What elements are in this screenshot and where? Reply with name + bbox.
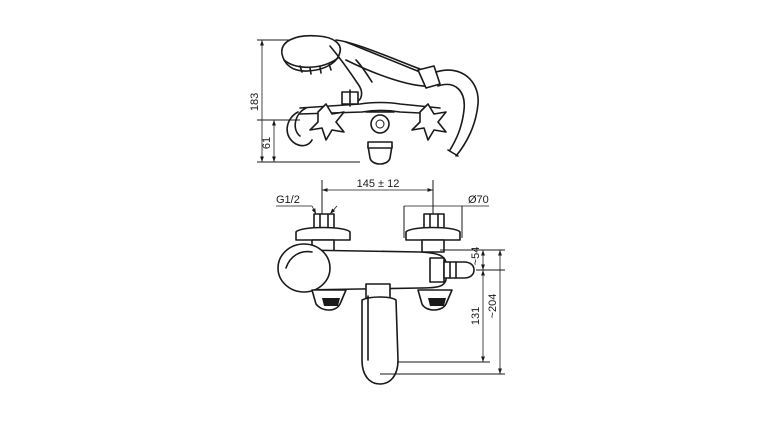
dim-131-label: 131 [470,307,482,325]
dim-145-label: 145 ± 12 [357,178,400,190]
dim-diameter-label: Ø70 [468,194,489,206]
right-inlet-nut [423,213,445,229]
spout-connector [365,283,391,299]
side-view: 183 61 [249,34,479,165]
dim-204-label: ~204 [487,294,499,319]
side-spout [367,145,393,165]
shower-outlet [429,257,445,283]
dim-g12-label: G1/2 [276,194,300,206]
left-flange [295,226,351,241]
side-center-hub [370,114,390,134]
shower-head [281,34,342,72]
right-flange [405,226,461,241]
left-knob [277,243,331,293]
dim-183-label: 183 [249,93,261,111]
dim-54-label: ~54 [470,247,482,266]
shower-hose [435,69,479,157]
dim-61-label: 61 [261,137,273,149]
spout [361,296,399,385]
front-view: 145 ± 12 G1/2 Ø70 [276,178,505,385]
side-right-cross-handle [411,103,447,141]
front-body [299,249,447,291]
side-body [299,101,441,109]
shower-holder [329,45,363,103]
side-left-cross-handle [309,103,345,141]
left-inlet-nut [313,213,335,229]
shower-handle [335,39,433,87]
